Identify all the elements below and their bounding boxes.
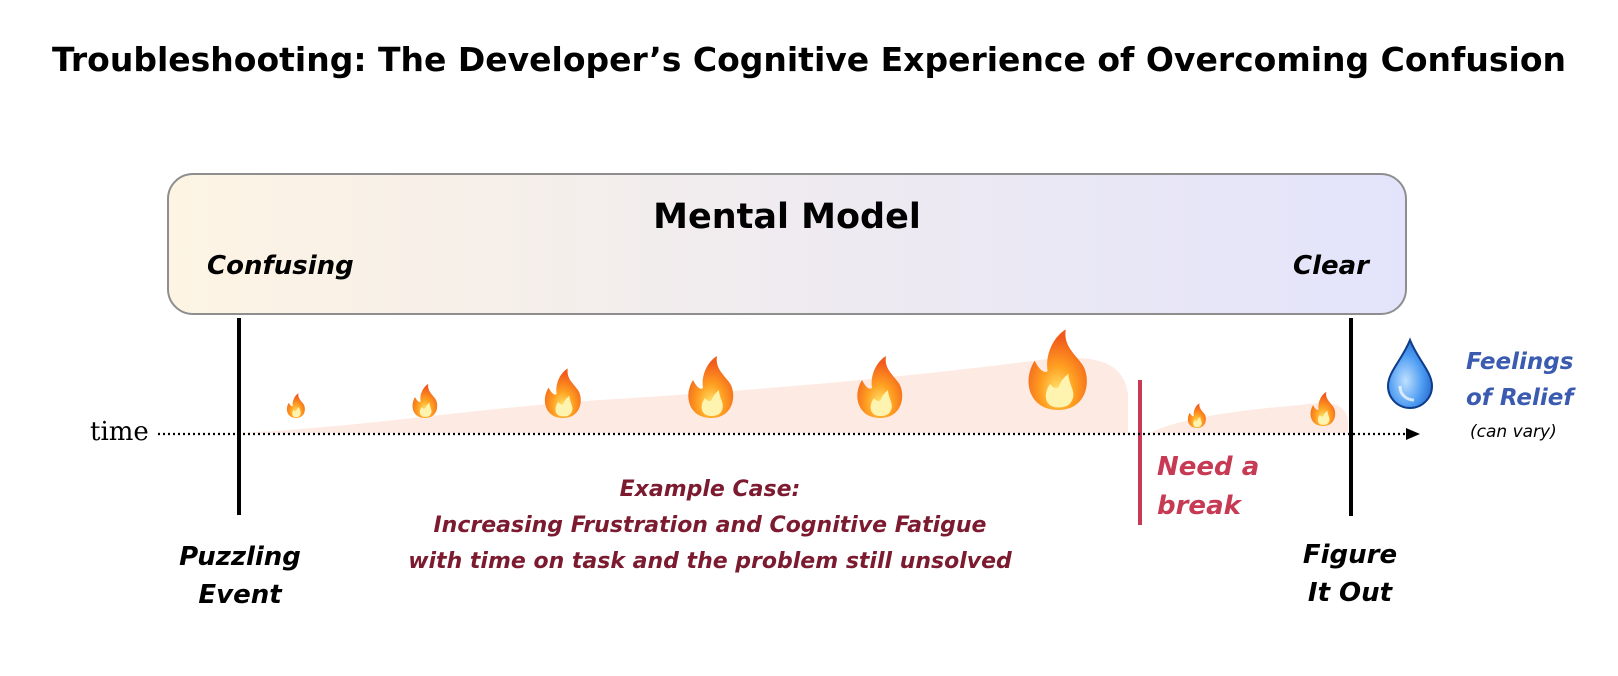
mental-model-confusing-label: Confusing <box>207 251 354 281</box>
mental-model-clear-label: Clear <box>1293 251 1369 281</box>
fire-icon <box>1310 391 1336 426</box>
diagram-title: Troubleshooting: The Developer’s Cogniti… <box>52 40 1566 79</box>
mental-model-title: Mental Model <box>653 197 921 237</box>
example-case-line-2: Increasing Frustration and Cognitive Fat… <box>433 513 987 538</box>
puzzling-event-line-2: Event <box>198 580 282 610</box>
fire-icon <box>688 356 734 418</box>
flames-group <box>286 329 1336 428</box>
relief-note: (can vary) <box>1470 422 1557 442</box>
fire-icon <box>857 356 903 418</box>
fire-icon <box>544 368 581 418</box>
need-a-break-marker <box>1138 380 1142 525</box>
figure-it-out-line-1: Figure <box>1302 540 1398 570</box>
mental-model-box: Mental Model Confusing Clear <box>167 173 1407 315</box>
time-axis-label: time <box>90 417 149 447</box>
relief-line-2: of Relief <box>1466 385 1574 411</box>
example-case-text: Example Case: Increasing Frustration and… <box>390 472 1030 580</box>
example-case-line-1: Example Case: <box>619 477 801 502</box>
fire-icon <box>286 393 305 418</box>
figure-it-out-marker <box>1349 318 1353 516</box>
water-drop-icon <box>1386 337 1434 409</box>
figure-it-out-line-2: It Out <box>1307 578 1393 608</box>
relief-line-1: Feelings <box>1466 349 1574 375</box>
puzzling-event-marker <box>237 318 241 515</box>
feelings-of-relief-label: Feelings of Relief <box>1466 344 1576 416</box>
fire-icon <box>1187 403 1206 428</box>
puzzling-event-label: Puzzling Event <box>160 538 320 614</box>
frustration-area <box>240 357 1128 433</box>
need-a-break-label: Need a break <box>1157 448 1297 526</box>
need-a-break-line-2: break <box>1157 491 1241 521</box>
timeline-arrowhead <box>1406 428 1420 440</box>
fire-icon <box>412 383 438 418</box>
figure-it-out-label: Figure It Out <box>1270 536 1430 612</box>
need-a-break-line-1: Need a <box>1157 452 1260 482</box>
example-case-line-3: with time on task and the problem still … <box>408 549 1012 574</box>
fire-icon <box>1028 329 1087 410</box>
puzzling-event-line-1: Puzzling <box>179 542 301 572</box>
